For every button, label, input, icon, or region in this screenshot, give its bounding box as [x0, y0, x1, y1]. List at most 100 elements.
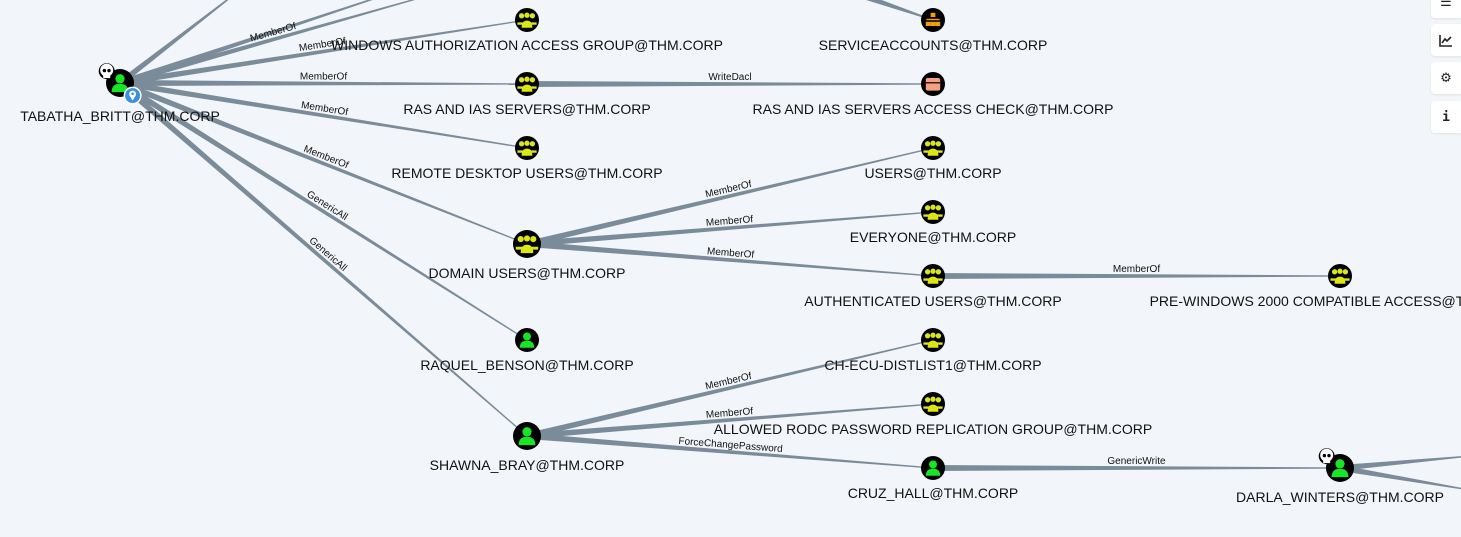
edge-label: MemberOf	[1113, 264, 1160, 275]
user-icon	[925, 460, 941, 476]
group-icon	[923, 268, 943, 284]
node-darla[interactable]: DARLA_WINTERS@THM.CORP	[1236, 448, 1444, 505]
node-label: SHAWNA_BRAY@THM.CORP	[430, 457, 625, 473]
map-marker-icon	[123, 86, 142, 105]
edge-label: GenericAll	[305, 189, 350, 223]
group-icon	[1330, 268, 1350, 284]
edge-tabatha-ras[interactable]	[119, 80, 528, 86]
node-raquel[interactable]: RAQUEL_BENSON@THM.CORP	[420, 328, 634, 373]
node-label: RAS AND IAS SERVERS@THM.CORP	[403, 101, 650, 117]
node-rodc[interactable]: ALLOWED RODC PASSWORD REPLICATION GROUP@…	[714, 392, 1152, 437]
node-circle[interactable]	[1328, 264, 1352, 288]
edge-tabatha-raquel[interactable]	[118, 80, 528, 341]
info-button[interactable]: i	[1431, 101, 1461, 133]
node-circle[interactable]	[515, 136, 539, 160]
user-icon	[1331, 459, 1349, 478]
edge-darla-offscreen-right-2[interactable]	[1339, 465, 1461, 491]
node-shawna[interactable]: SHAWNA_BRAY@THM.CORP	[430, 422, 625, 473]
group-icon	[517, 140, 537, 156]
edge-tabatha-offscreen-top-3[interactable]	[119, 0, 430, 86]
node-label: DARLA_WINTERS@THM.CORP	[1236, 489, 1444, 505]
edge-cruz-darla[interactable]	[933, 465, 1340, 471]
edge-label: MemberOf	[300, 71, 347, 82]
edge-label: MemberOf	[706, 406, 754, 421]
edge-shawna-rodc[interactable]	[526, 403, 934, 439]
settings-button[interactable]: ⚙	[1431, 62, 1461, 94]
info-icon: i	[1442, 109, 1450, 125]
node-circle[interactable]	[513, 230, 541, 258]
edge-shawna-checu[interactable]	[526, 339, 934, 439]
group-icon	[923, 204, 943, 220]
edge-tabatha-rdp[interactable]	[119, 80, 528, 149]
node-label: ALLOWED RODC PASSWORD REPLICATION GROUP@…	[714, 421, 1152, 437]
container-icon	[925, 78, 941, 91]
ou-icon	[925, 12, 941, 26]
edge-domusers-everyone[interactable]	[526, 211, 934, 247]
node-label: RAQUEL_BENSON@THM.CORP	[420, 357, 633, 373]
node-label: USERS@THM.CORP	[864, 165, 1001, 181]
node-label: REMOTE DESKTOP USERS@THM.CORP	[391, 165, 662, 181]
node-label: CRUZ_HALL@THM.CORP	[848, 485, 1019, 501]
node-label: TABATHA_BRITT@THM.CORP	[20, 108, 220, 124]
node-domusers[interactable]: DOMAIN USERS@THM.CORP	[429, 230, 626, 281]
node-everyone[interactable]: EVERYONE@THM.CORP	[850, 200, 1016, 245]
group-icon	[517, 76, 537, 92]
edge-label: GenericWrite	[1107, 456, 1166, 467]
node-cruz[interactable]: CRUZ_HALL@THM.CORP	[848, 456, 1019, 501]
node-label: DOMAIN USERS@THM.CORP	[429, 265, 626, 281]
node-circle[interactable]	[921, 328, 945, 352]
node-authusers[interactable]: AUTHENTICATED USERS@THM.CORP	[804, 264, 1062, 309]
group-icon	[923, 396, 943, 412]
edge-domusers-users[interactable]	[526, 147, 934, 247]
edge-tabatha-offscreen-top-1[interactable]	[118, 0, 240, 86]
node-circle[interactable]	[921, 136, 945, 160]
group-icon	[517, 12, 537, 28]
node-circle[interactable]	[921, 392, 945, 416]
node-rascheck[interactable]: RAS AND IAS SERVERS ACCESS CHECK@THM.COR…	[753, 72, 1114, 117]
node-label: EVERYONE@THM.CORP	[850, 229, 1016, 245]
edge-offscreen-mid-svcaccts[interactable]	[859, 0, 934, 21]
node-rdp[interactable]: REMOTE DESKTOP USERS@THM.CORP	[391, 136, 663, 181]
node-ras[interactable]: RAS AND IAS SERVERS@THM.CORP	[403, 72, 651, 117]
edge-label: WriteDacl	[708, 72, 751, 83]
group-icon	[923, 140, 943, 156]
list-button[interactable]: ☰	[1431, 0, 1461, 18]
edge-label: MemberOf	[706, 214, 754, 229]
edge-shawna-cruz[interactable]	[526, 433, 934, 469]
edge-domusers-authusers[interactable]	[526, 241, 934, 277]
node-circle[interactable]	[921, 200, 945, 224]
chart-button[interactable]	[1431, 24, 1461, 56]
edge-label: GenericAll	[307, 235, 349, 274]
node-circle[interactable]	[515, 72, 539, 96]
user-icon	[518, 427, 536, 446]
group-icon	[923, 332, 943, 348]
node-label: RAS AND IAS SERVERS ACCESS CHECK@THM.COR…	[753, 101, 1114, 117]
edge-tabatha-domusers[interactable]	[118, 80, 528, 245]
node-label: CH-ECU-DISTLIST1@THM.CORP	[824, 357, 1041, 373]
edge-ras-rascheck[interactable]	[527, 81, 933, 87]
cogs-icon: ⚙	[1440, 70, 1452, 86]
group-icon	[515, 235, 539, 254]
node-circle[interactable]	[515, 8, 539, 32]
edge-darla-offscreen-right-1[interactable]	[1339, 455, 1461, 471]
list-icon: ☰	[1440, 0, 1452, 10]
node-tabatha[interactable]: TABATHA_BRITT@THM.CORP	[20, 63, 220, 124]
edge-label: MemberOf	[707, 246, 755, 261]
skull-icon	[98, 63, 115, 80]
node-label: AUTHENTICATED USERS@THM.CORP	[804, 293, 1061, 309]
node-winauth[interactable]: WINDOWS AUTHORIZATION ACCESS GROUP@THM.C…	[331, 8, 723, 53]
edge-tabatha-shawna[interactable]	[118, 80, 528, 437]
skull-icon	[1318, 448, 1335, 465]
chart-line-icon	[1439, 34, 1452, 47]
node-prewin2k[interactable]: PRE-WINDOWS 2000 COMPATIBLE ACCESS@THM.C…	[1150, 264, 1461, 309]
user-icon	[111, 74, 129, 93]
node-label: PRE-WINDOWS 2000 COMPATIBLE ACCESS@THM.C…	[1150, 293, 1461, 309]
node-checu[interactable]: CH-ECU-DISTLIST1@THM.CORP	[824, 328, 1042, 373]
user-icon	[519, 332, 535, 348]
node-circle[interactable]	[921, 264, 945, 288]
edge-tabatha-winauth[interactable]	[119, 19, 528, 86]
node-svcaccts[interactable]: SERVICEACCOUNTS@THM.CORP	[819, 8, 1048, 53]
node-users[interactable]: USERS@THM.CORP	[864, 136, 1002, 181]
edge-authusers-prewin2k[interactable]	[933, 273, 1340, 279]
